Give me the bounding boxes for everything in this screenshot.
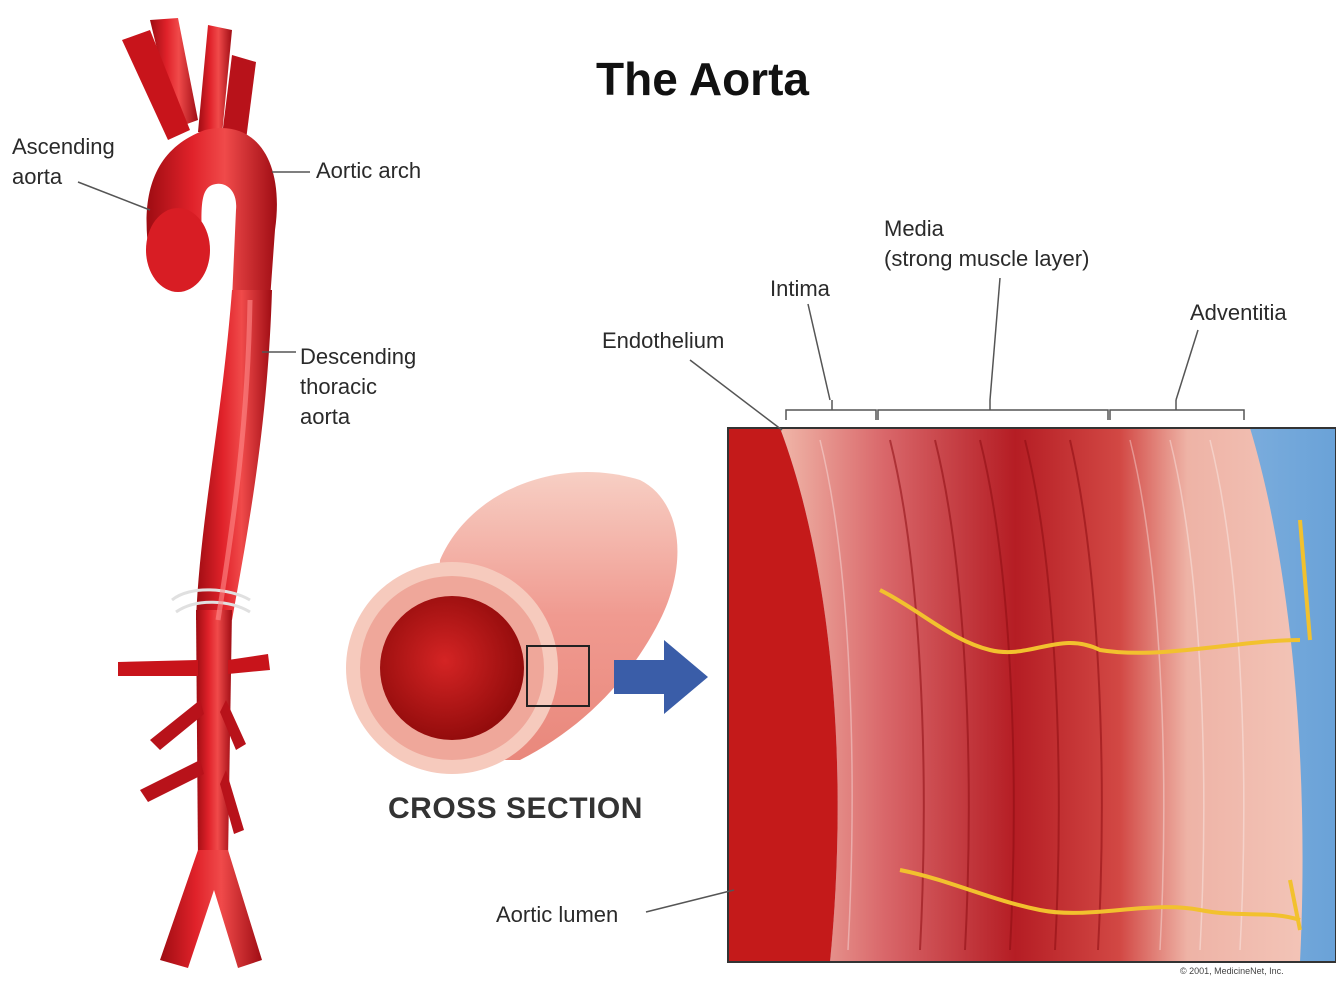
label-media-line1: Media <box>884 214 1089 244</box>
label-descending-line3: aorta <box>300 402 416 432</box>
label-ascending-aorta-line2: aorta <box>12 162 115 192</box>
label-media: Media (strong muscle layer) <box>884 214 1089 274</box>
label-cross-section: CROSS SECTION <box>388 792 643 826</box>
magnified-wall <box>728 428 1336 962</box>
cross-section-tube <box>346 472 677 774</box>
label-descending-line1: Descending <box>300 342 416 372</box>
label-descending-line2: thoracic <box>300 372 416 402</box>
label-adventitia: Adventitia <box>1190 298 1287 328</box>
copyright-text: © 2001, MedicineNet, Inc. <box>1180 966 1284 976</box>
label-descending-thoracic-aorta: Descending thoracic aorta <box>300 342 416 432</box>
aorta-vessel <box>118 18 277 968</box>
label-ascending-aorta: Ascending aorta <box>12 132 115 192</box>
label-ascending-aorta-line1: Ascending <box>12 132 115 162</box>
label-aortic-arch: Aortic arch <box>316 156 421 186</box>
page-title: The Aorta <box>596 52 809 106</box>
label-media-line2: (strong muscle layer) <box>884 244 1089 274</box>
label-intima: Intima <box>770 274 830 304</box>
label-endothelium: Endothelium <box>602 326 724 356</box>
label-aortic-lumen: Aortic lumen <box>496 900 618 930</box>
